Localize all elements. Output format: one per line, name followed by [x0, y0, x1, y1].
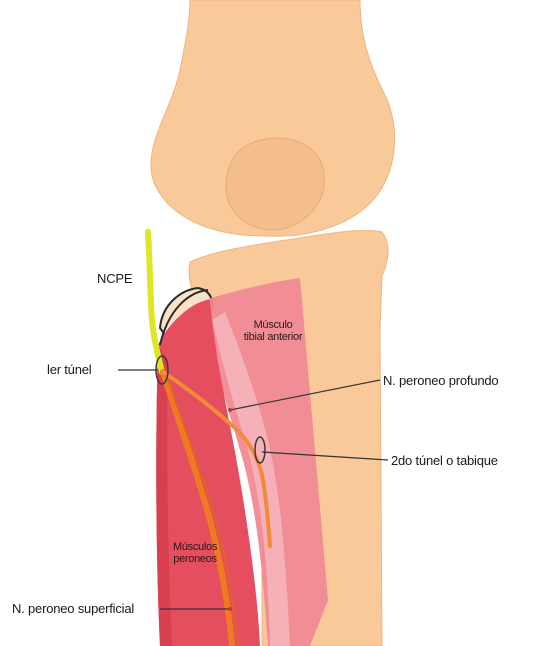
label-primer-tunel: ler túnel	[47, 363, 91, 376]
label-segundo-tunel: 2do túnel o tabique	[391, 454, 498, 467]
label-musculos-peroneos-line1: Músculos	[173, 541, 217, 553]
label-musculos-peroneos: Músculos peroneos	[160, 542, 230, 565]
common-peroneal-nerve	[148, 232, 162, 372]
leader-dot-profundo	[228, 408, 232, 412]
label-n-peroneo-superficial: N. peroneo superficial	[12, 602, 134, 615]
label-musculo-tibial-line2: tibial anterior	[244, 331, 302, 343]
label-n-peroneo-profundo: N. peroneo profundo	[383, 374, 498, 387]
leader-dot-superficial	[228, 607, 232, 611]
label-musculos-peroneos-line2: peroneos	[173, 553, 216, 565]
label-musculo-tibial-line1: Músculo	[254, 319, 293, 331]
label-musculo-tibial-anterior: Músculo tibial anterior	[236, 320, 310, 343]
label-ncpe: NCPE	[97, 272, 132, 285]
